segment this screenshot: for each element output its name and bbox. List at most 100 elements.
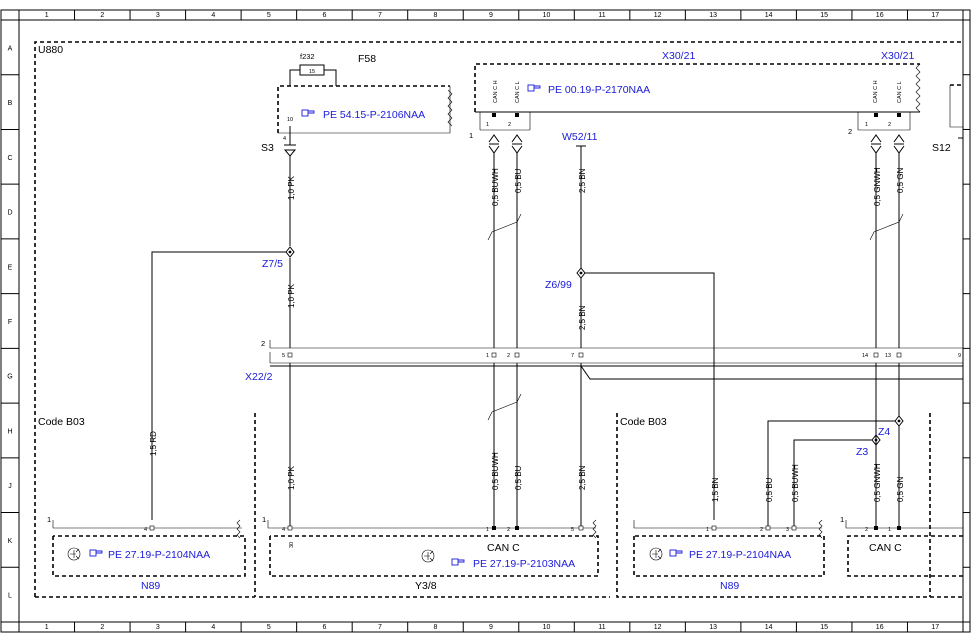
wire-buwh-1: 0,5 BUWH	[491, 168, 500, 206]
right-unit-pin2: 2	[865, 527, 868, 533]
component-n89-left: 1 4 PE 27.19-P-2104NAA N89	[47, 515, 246, 592]
column-label-13-top: 13	[709, 12, 717, 19]
row-label-B: B	[8, 100, 13, 107]
x30-right-label: X30/21	[881, 50, 914, 62]
column-label-7-bottom: 7	[378, 624, 382, 631]
column-ruler: 1122334455667788991010111112121313141415…	[18, 10, 939, 632]
fuse-id: F58	[358, 53, 376, 65]
x30-right-pin1-name: CAN C H	[873, 80, 879, 103]
x22-pin-2: 2	[507, 353, 510, 359]
row-ruler: A B C D E F G H J K L	[1, 19, 970, 600]
column-label-17-top: 17	[931, 12, 939, 19]
x30-right-pin2-name: CAN C L	[897, 81, 903, 103]
x22-pin-5: 5	[282, 353, 285, 359]
z6-label: Z6/99	[545, 279, 572, 291]
connector-x30-21-right: X30/21 CAN C H CAN C L 2 1 2 S12	[848, 50, 963, 154]
wire-pk-3: 1,0 PK	[287, 465, 296, 490]
wire-rd: 1,5 RD	[149, 431, 158, 456]
column-label-10-top: 10	[543, 12, 551, 19]
x30-right-pin1: 1	[865, 122, 868, 128]
column-label-1-bottom: 1	[45, 624, 49, 631]
row-label-E: E	[8, 264, 13, 271]
y38-pe-ref: PE 27.19-P-2103NAA	[473, 558, 575, 570]
column-label-12-bottom: 12	[654, 624, 662, 631]
code-b03-right: Code B03	[620, 416, 667, 428]
y38-pin2: 2	[507, 527, 510, 533]
frame-label: U880	[38, 44, 63, 56]
x30-right-pin2: 2	[888, 122, 891, 128]
right-unit-pin1: 1	[888, 527, 891, 533]
column-label-3-top: 3	[156, 12, 160, 19]
z4-label: Z4	[878, 426, 890, 438]
y38-pin5: 5	[571, 527, 574, 533]
row-label-D: D	[7, 210, 12, 217]
wire-gn-1: 0,5 GN	[896, 167, 905, 193]
code-b03-left: Code B03	[38, 416, 85, 428]
n89-right-label: N89	[720, 580, 739, 592]
wire-bn-2: 2,5 BN	[578, 305, 587, 330]
x22-number: 2	[261, 339, 265, 348]
n89-left-label: N89	[141, 580, 160, 592]
row-label-H: H	[7, 428, 12, 435]
y38-label: Y3/8	[415, 580, 437, 592]
upper-wiring: Z7/5 Z6/99 1,0 PK 1,0 PK 0,5 BUWH 0,5 BU…	[151, 153, 905, 520]
column-label-8-bottom: 8	[434, 624, 438, 631]
row-label-L: L	[8, 593, 12, 600]
column-label-10-bottom: 10	[543, 624, 551, 631]
row-label-J: J	[8, 483, 12, 490]
row-label-K: K	[8, 538, 13, 545]
wire-bu-1: 0,5 BU	[514, 168, 523, 193]
connector-x30-21-left: X30/21 CAN C H CAN C L PE 00.19-P-2170NA…	[469, 50, 921, 154]
wire-buwh-3: 0,5 BUWH	[791, 464, 800, 502]
wire-pk-1: 1,0 PK	[287, 175, 296, 200]
wire-bu-3: 0,5 BU	[765, 477, 774, 502]
wire-bn-3: 2,5 BN	[578, 465, 587, 490]
s3-label: S3	[261, 142, 274, 154]
wire-bu-2: 0,5 BU	[514, 465, 523, 490]
x22-pin-13: 13	[885, 353, 891, 359]
fuse-value: 15	[309, 69, 315, 75]
s12-label: S12	[932, 142, 951, 154]
right-unit-bus: CAN C	[869, 542, 902, 554]
right-unit-number: 1	[840, 515, 844, 524]
column-label-16-top: 16	[876, 12, 884, 19]
x30-right-number: 2	[848, 127, 852, 136]
column-label-5-bottom: 5	[267, 624, 271, 631]
y38-pin-30: 30	[289, 542, 295, 548]
wire-gnwh-1: 0,5 GNWH	[873, 167, 882, 206]
column-label-12-top: 12	[654, 12, 662, 19]
column-label-15-top: 15	[820, 12, 828, 19]
x30-left-pin1-name: CAN C H	[493, 80, 499, 103]
fuse-pin-in: 10	[287, 117, 293, 123]
y38-number: 1	[262, 515, 266, 524]
column-label-3-bottom: 3	[156, 624, 160, 631]
column-label-2-bottom: 2	[100, 624, 104, 631]
fuse-pe-ref: PE 54.15-P-2106NAA	[323, 109, 425, 121]
drawing-frame	[0, 9, 971, 633]
component-can-c-right: 1 2 1 CAN C	[840, 515, 963, 577]
column-label-1-top: 1	[45, 12, 49, 19]
row-label-A: A	[8, 45, 13, 52]
x30-left-pin2-name: CAN C L	[515, 81, 521, 103]
component-y3-8: 1 4 1 2 5 30 CAN C PE 27.19-P-2103NAA Y3…	[262, 515, 599, 592]
row-label-C: C	[7, 155, 12, 162]
row-label-F: F	[8, 319, 12, 326]
column-label-7-top: 7	[378, 12, 382, 19]
y38-bus: CAN C	[487, 542, 520, 554]
column-label-2-top: 2	[100, 12, 104, 19]
x30-left-label: X30/21	[662, 50, 695, 62]
x30-left-pin1: 1	[486, 122, 489, 128]
z3-label: Z3	[856, 446, 868, 458]
w52-label: W52/11	[562, 131, 598, 143]
column-label-17-bottom: 17	[931, 624, 939, 631]
row-label-G: G	[7, 374, 12, 381]
wire-bn-1: 2,5 BN	[578, 168, 587, 193]
fuse-f58: f232 F58 15 PE 54.15-P-2106NAA 10 4 S3	[261, 52, 453, 157]
column-label-9-bottom: 9	[489, 624, 493, 631]
x30-left-number: 1	[469, 131, 473, 140]
column-label-5-top: 5	[267, 12, 271, 19]
x30-left-pin2: 2	[508, 122, 511, 128]
column-label-6-top: 6	[322, 12, 326, 19]
wire-gn-2: 0,5 GN	[896, 476, 905, 502]
